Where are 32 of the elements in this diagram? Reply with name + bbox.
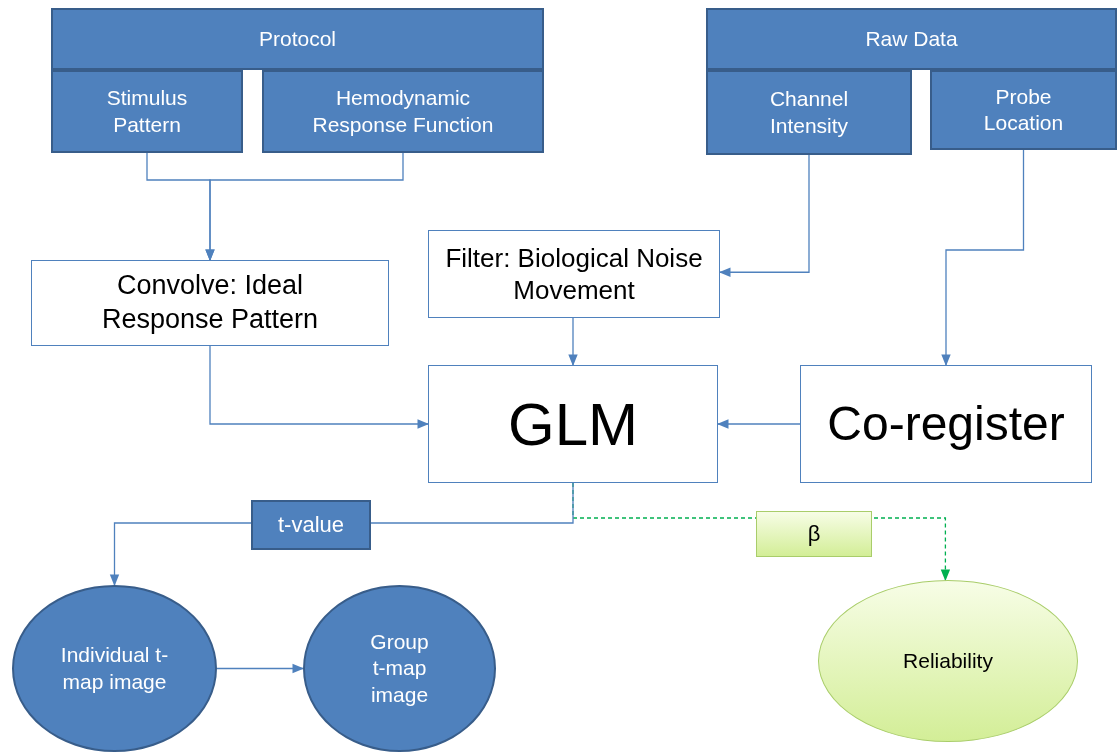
node-label: Stimulus Pattern — [105, 85, 189, 138]
node-label: Convolve: Ideal Response Pattern — [100, 269, 320, 336]
node-label: Group t-map image — [369, 629, 430, 708]
edge-label: t-value — [251, 500, 371, 550]
process-box — [930, 70, 1117, 150]
process-box — [428, 230, 720, 318]
process-box — [51, 70, 243, 153]
node-label: Probe Location — [982, 83, 1065, 136]
arrow — [718, 154, 810, 277]
node-label: Protocol — [258, 25, 336, 52]
node-label: Raw Data — [865, 25, 958, 52]
arrow — [941, 149, 1025, 367]
arrow — [205, 152, 404, 262]
node-label: Filter: Biological Noise Movement — [444, 241, 704, 307]
arrow — [716, 419, 801, 429]
process-box — [428, 365, 718, 483]
node-label: Channel Intensity — [768, 86, 850, 139]
node-label: Reliability — [903, 647, 993, 674]
edge-label: β — [756, 511, 872, 557]
node-label: GLM — [508, 389, 638, 460]
node-label: Co-register — [827, 396, 1065, 452]
process-box — [262, 70, 544, 153]
arrow — [568, 317, 578, 367]
process-box — [31, 260, 389, 346]
header-band — [706, 8, 1117, 70]
process-box — [800, 365, 1092, 483]
header-band — [51, 8, 544, 70]
arrow — [209, 345, 430, 429]
node-label: Individual t-map image — [59, 642, 170, 695]
node-label: Hemodynamic Response Function — [311, 85, 495, 138]
arrow — [216, 663, 305, 674]
process-box — [706, 70, 912, 155]
